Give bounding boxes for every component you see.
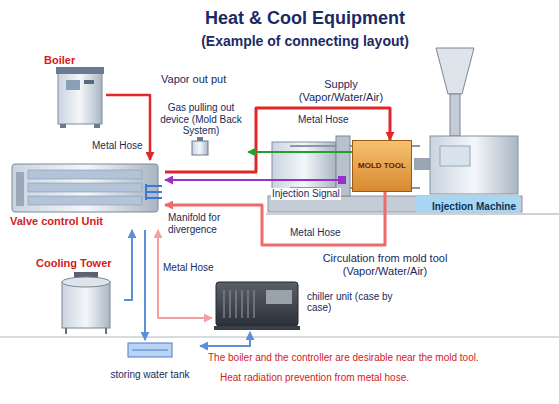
node-label: MOLD TOOL xyxy=(358,161,406,170)
node-label: Injection Machine xyxy=(432,201,516,213)
injection-machine: Injection Machine MOLD TOOL xyxy=(268,128,522,214)
node-label: Boiler xyxy=(44,54,75,67)
edge-label: Vapor out put xyxy=(160,73,227,86)
note-label: Metal Hose xyxy=(298,114,349,126)
note-label: Metal Hose xyxy=(290,227,341,239)
node-label: Gas pulling out device (Mold Back System… xyxy=(156,102,246,137)
water-tank-symbol xyxy=(128,343,172,357)
edge-label: Injection Signal xyxy=(271,188,341,200)
boiler: Boiler xyxy=(42,52,106,128)
hose-connector xyxy=(144,230,146,340)
valve-unit-symbol xyxy=(12,164,158,212)
hose-connector xyxy=(248,151,352,153)
note-label: (Example of connecting layout) xyxy=(150,33,460,49)
note-label: The boiler and the controller are desira… xyxy=(208,352,479,364)
node-label: storing water tank xyxy=(111,369,190,381)
cooling-tower-symbol xyxy=(62,272,110,334)
edge-label: Metal Hose xyxy=(162,262,215,274)
injection-machine-symbol xyxy=(268,48,522,212)
manifold-symbol xyxy=(146,184,162,200)
node-label: Cooling Tower xyxy=(36,257,112,270)
note-label: Heat radiation prevention from metal hos… xyxy=(220,372,409,384)
note-label: Manifold for divergence xyxy=(168,212,250,235)
hose-connector xyxy=(165,192,385,245)
mold-tool: MOLD TOOL xyxy=(352,140,412,192)
floor-line xyxy=(266,214,559,215)
cooling-tower: Cooling Tower xyxy=(34,255,124,337)
edge-label: Circulation from mold tool (Vapor/Water/… xyxy=(298,252,472,277)
gas-device-symbol xyxy=(192,137,208,155)
chiller-symbol xyxy=(214,282,300,330)
note-label: Metal Hose xyxy=(92,140,143,152)
hose-connector xyxy=(200,332,250,346)
diagram-title: Heat & Cool Equipment xyxy=(120,8,490,29)
hose-connector xyxy=(124,230,132,300)
chiller-unit: chiller unit (case by case) xyxy=(212,272,397,332)
valve-control-unit: Valve control Unit xyxy=(8,160,165,230)
hose-connector xyxy=(165,179,268,181)
node-label: chiller unit (case by case) xyxy=(307,291,395,314)
edge-label: Supply (Vapor/Water/Air) xyxy=(284,78,398,103)
floor-line xyxy=(0,337,559,338)
hose-connector xyxy=(158,230,212,318)
storing-water-tank: storing water tank xyxy=(100,340,200,382)
node-label: Valve control Unit xyxy=(10,215,103,228)
boiler-symbol xyxy=(56,67,104,128)
gas-pulling-device: Gas pulling out device (Mold Back System… xyxy=(154,100,248,158)
